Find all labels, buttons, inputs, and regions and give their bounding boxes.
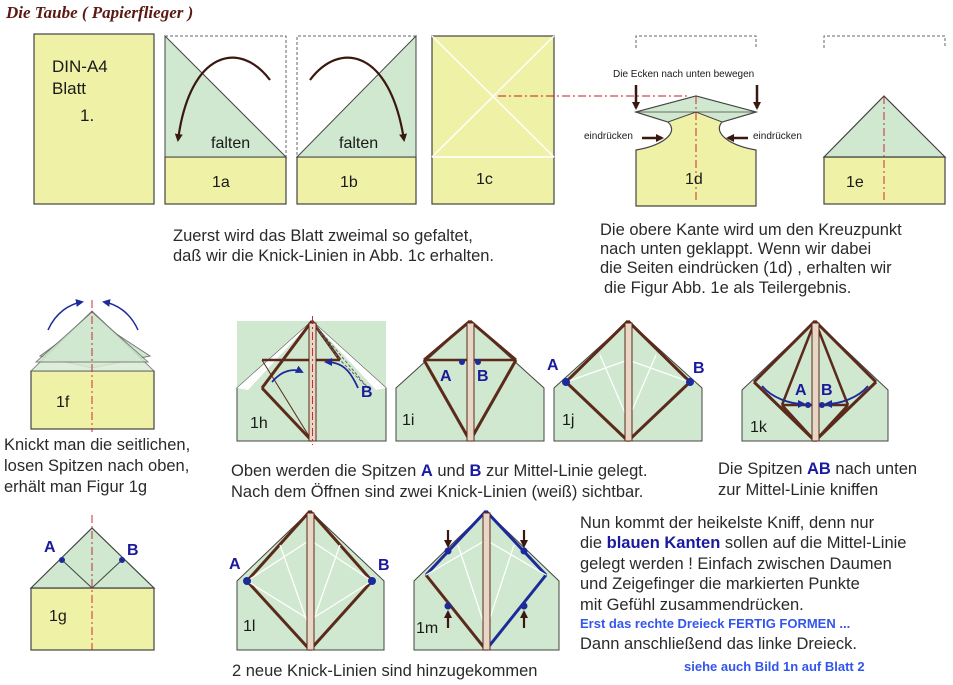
falten-label-b: falten	[339, 135, 379, 152]
falten-label-a: falten	[211, 135, 251, 152]
point-b-1j: B	[693, 360, 705, 377]
step-1d	[632, 35, 761, 207]
step-label-1k: 1k	[750, 419, 767, 436]
step-1a	[164, 34, 288, 205]
caption-2-line4: die Figur Abb. 1e als Teilergebnis.	[604, 279, 852, 297]
step-label-1i: 1i	[402, 412, 415, 429]
point-a-1k: A	[795, 382, 807, 399]
caption-6-line2: die blauen Kanten sollen auf die Mittel-…	[580, 534, 907, 552]
caption-2-line3: die Seiten eindrücken (1d) , erhalten wi…	[600, 259, 892, 277]
point-b-1i: B	[477, 368, 489, 385]
step-label-1m: 1m	[416, 620, 439, 637]
point-b-1k: B	[821, 382, 833, 399]
step-1f	[29, 299, 156, 432]
point-b-1h: B	[361, 384, 373, 401]
point-a-1i: A	[440, 368, 452, 385]
caption-4-line2: Nach dem Öffnen sind zwei Knick-Linien (…	[231, 483, 644, 501]
caption-4-line1: Oben werden die Spitzen A und B zur Mitt…	[231, 462, 648, 480]
caption-3-line1: Knickt man die seitlichen,	[4, 436, 191, 454]
caption-2-line1: Die obere Kante wird um den Kreuzpunkt	[600, 221, 902, 239]
caption-8: Dann anschließend das linke Dreieck.	[580, 635, 857, 653]
caption-1-line2: daß wir die Knick-Linien in Abb. 1c erha…	[173, 247, 495, 265]
step-label-1g: 1g	[49, 608, 67, 625]
step-1c	[431, 35, 690, 205]
caption-6-line4: und Zeigefinger die markierten Punkte	[580, 575, 860, 593]
sheet-label-3: 1.	[80, 106, 95, 125]
step-1h	[236, 316, 387, 445]
caption-6-line3: gelegt werden ! Einfach zwischen Daumen	[580, 555, 892, 573]
caption-6-line1: Nun kommt der heikelste Kniff, denn nur	[580, 514, 875, 532]
point-b-1l: B	[378, 557, 390, 574]
caption-5-line1: Die Spitzen AB nach unten	[718, 460, 918, 478]
ecken-label: Die Ecken nach unten bewegen	[613, 69, 755, 80]
step-label-1d: 1d	[685, 171, 703, 188]
step-1j	[553, 319, 703, 443]
step-label-1a: 1a	[212, 174, 230, 191]
sheet-1	[33, 33, 155, 205]
point-a-1j: A	[547, 357, 559, 374]
step-1l	[236, 509, 385, 652]
step-label-1e: 1e	[846, 174, 864, 191]
caption-2-line2: nach unten geklappt. Wenn wir dabei	[600, 240, 872, 258]
point-a-1l: A	[229, 556, 241, 573]
caption-6-line5: mit Gefühl zusammendrücken.	[580, 596, 804, 614]
step-label-1c: 1c	[476, 171, 493, 188]
step-label-1j: 1j	[562, 412, 575, 429]
sheet-label-1: DIN-A4	[52, 57, 108, 76]
point-a-1g: A	[44, 539, 56, 556]
step-label-1l: 1l	[243, 618, 256, 635]
caption-7: Erst das rechte Dreieck FERTIG FORMEN ..…	[580, 616, 851, 631]
step-1b	[295, 34, 417, 205]
step-1g	[29, 515, 156, 651]
sheet-label-2: Blatt	[52, 79, 87, 98]
caption-9: 2 neue Knick-Linien sind hinzugekommen	[232, 662, 538, 680]
step-1e	[822, 35, 947, 205]
caption-1-line1: Zuerst wird das Blatt zweimal so gefalte…	[173, 227, 473, 245]
caption-10: siehe auch Bild 1n auf Blatt 2	[684, 659, 865, 674]
step-1m	[413, 509, 560, 651]
eindruecken-left: eindrücken	[584, 131, 633, 142]
step-label-1h: 1h	[250, 415, 268, 432]
step-1i	[395, 319, 545, 442]
step-1k	[741, 319, 889, 443]
caption-3-line3: erhält man Figur 1g	[4, 478, 148, 496]
step-label-1b: 1b	[340, 174, 358, 191]
caption-5-line2: zur Mittel-Linie kniffen	[718, 481, 879, 499]
step-label-1f: 1f	[56, 394, 70, 411]
caption-3-line2: losen Spitzen nach oben,	[4, 457, 190, 475]
point-b-1g: B	[127, 542, 139, 559]
page-title: Die Taube ( Papierflieger )	[6, 3, 194, 22]
eindruecken-right: eindrücken	[753, 131, 802, 142]
